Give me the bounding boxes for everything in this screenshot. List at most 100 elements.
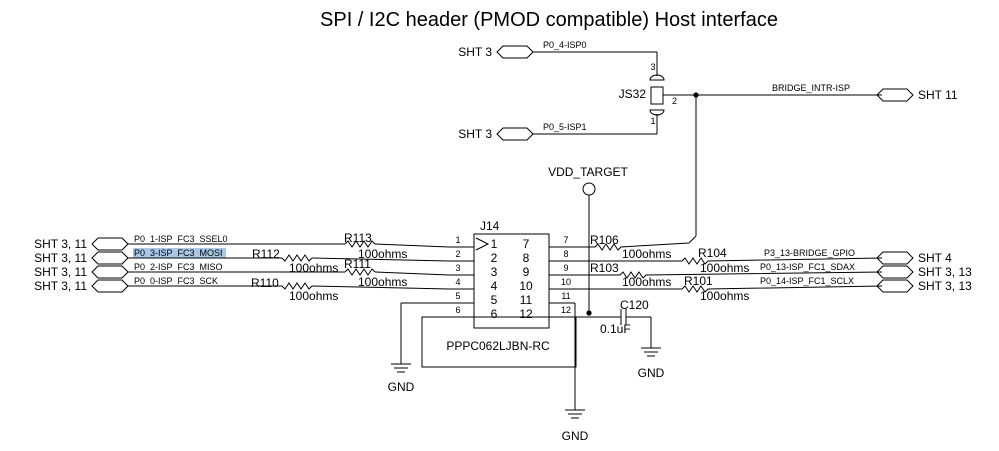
net-label-mosi[interactable]: P0_3-ISP_FC3_MOSI bbox=[134, 248, 223, 258]
pin-number: 8 bbox=[523, 251, 530, 265]
junction-dot-vdd bbox=[586, 310, 592, 316]
connector-ref: J14 bbox=[480, 219, 500, 233]
net-label-ssel0: P0_1-ISP_FC3_SSEL0 bbox=[134, 234, 228, 244]
resistor-ref-r103: R103 bbox=[590, 261, 619, 275]
capacitor-value: 0.1uF bbox=[600, 322, 631, 336]
jumper-pin2: 2 bbox=[672, 96, 677, 106]
pin-number: 7 bbox=[563, 235, 568, 245]
pin-number: 6 bbox=[455, 305, 460, 315]
resistor-ref-r110: R110 bbox=[251, 276, 279, 290]
jumper-ref: JS32 bbox=[619, 87, 647, 101]
jumper-pin1: 1 bbox=[650, 116, 655, 126]
sheet-ref-sda: SHT 3, 13 bbox=[918, 265, 972, 279]
wire-bridge-corner bbox=[688, 235, 697, 244]
jumper-pad-bottom bbox=[649, 109, 665, 116]
net-label-sck: P0_0-ISP_FC3_SCK bbox=[134, 276, 218, 286]
resistor-value-r110: 100ohms bbox=[289, 289, 338, 303]
net-label-scl: P0_14-ISP_FC1_SCLX bbox=[760, 276, 854, 286]
sheet-ref-isp1: SHT 3 bbox=[458, 127, 492, 141]
pin-number: 11 bbox=[561, 291, 570, 301]
connector-inner-right-pins: 7 8 9 10 11 12 bbox=[519, 237, 533, 321]
page-title: SPI / I2C header (PMOD compatible) Host … bbox=[320, 9, 778, 31]
resistor-r111 bbox=[344, 268, 376, 276]
resistor-ref-r104: R104 bbox=[698, 246, 727, 260]
resistor-ref-r112: R112 bbox=[252, 247, 280, 261]
resistor-value-r112: 100ohms bbox=[289, 261, 338, 275]
pin-number: 11 bbox=[520, 293, 533, 307]
net-label-gpio: P3_13-BRIDGE_GPIO bbox=[764, 248, 855, 258]
sheet-ref-mosi: SHT 3, 11 bbox=[34, 251, 87, 265]
resistor-r106 bbox=[575, 242, 690, 251]
pin-number: 9 bbox=[563, 263, 568, 273]
jumper-pad-top bbox=[649, 74, 665, 81]
pin-number: 12 bbox=[519, 307, 533, 321]
gnd-label-left: GND bbox=[388, 380, 415, 394]
pin-number: 9 bbox=[523, 265, 530, 279]
sheet-ref-scl: SHT 3, 13 bbox=[918, 279, 972, 293]
pin-number: 4 bbox=[491, 279, 498, 293]
net-label-isp1: P0_5-ISP1 bbox=[543, 122, 587, 132]
offsheet-connector-miso bbox=[91, 265, 129, 279]
net-highlight-mosi bbox=[133, 248, 226, 258]
offsheet-connector-mosi bbox=[91, 251, 129, 265]
offsheet-connector-isp1 bbox=[496, 127, 534, 141]
pin-number: 6 bbox=[491, 307, 498, 321]
resistor-r110 bbox=[281, 282, 313, 290]
vdd-target-label: VDD_TARGET bbox=[548, 165, 628, 179]
sheet-ref-ssel0: SHT 3, 11 bbox=[34, 237, 87, 251]
connector-pin1-marker bbox=[475, 237, 490, 251]
capacitor-ref: C120 bbox=[620, 298, 649, 312]
pin-number: 5 bbox=[455, 291, 460, 301]
resistor-r113 bbox=[344, 240, 376, 248]
jumper-pin3: 3 bbox=[650, 62, 655, 72]
sheet-ref-miso: SHT 3, 11 bbox=[34, 265, 87, 279]
net-label-sda: P0_13-ISP_FC1_SDAX bbox=[760, 262, 855, 272]
offsheet-connector-sck bbox=[91, 279, 129, 293]
offsheet-connector-sda bbox=[876, 265, 914, 279]
pin-number: 7 bbox=[523, 237, 530, 251]
pin-number: 4 bbox=[455, 277, 460, 287]
pin-number: 10 bbox=[561, 277, 571, 287]
wire-r110-j14 bbox=[311, 285, 450, 290]
pin-number: 10 bbox=[519, 279, 533, 293]
resistor-value-r106: 100ohms bbox=[622, 247, 671, 261]
offsheet-connector-ssel0 bbox=[91, 237, 129, 251]
sheet-ref-isp0: SHT 3 bbox=[458, 45, 492, 59]
net-label-miso: P0_2-ISP_FC3_MISO bbox=[134, 262, 223, 272]
resistor-r112 bbox=[281, 254, 313, 262]
connector-outer-right-pins: 7 8 9 10 11 12 bbox=[561, 235, 571, 315]
resistor-value-r101: 100ohms bbox=[700, 289, 749, 303]
offsheet-connector-isp0 bbox=[496, 45, 534, 59]
pin-number: 3 bbox=[455, 263, 460, 273]
resistor-ref-r106: R106 bbox=[590, 233, 619, 247]
connector-j14-body bbox=[473, 233, 550, 329]
sheet-ref-bridge-intr: SHT 11 bbox=[918, 88, 958, 102]
resistor-value-r111: 100ohms bbox=[358, 275, 407, 289]
resistor-ref-r111: R111 bbox=[344, 257, 371, 271]
wire-r113-j14 bbox=[374, 243, 450, 248]
wire-r112-j14 bbox=[311, 257, 450, 262]
gnd-label-right: GND bbox=[638, 366, 665, 380]
sheet-ref-gpio: SHT 4 bbox=[918, 251, 952, 265]
pin-number: 12 bbox=[561, 305, 571, 315]
offsheet-connector-bridge-intr bbox=[876, 88, 914, 102]
resistor-ref-r101: R101 bbox=[684, 274, 713, 288]
connector-outer-left-pins: 1 2 3 4 5 6 bbox=[455, 235, 460, 315]
pin-number: 5 bbox=[491, 293, 498, 307]
resistor-value-r113: 100ohms bbox=[358, 247, 407, 261]
jumper-body bbox=[650, 86, 664, 105]
pin-number: 2 bbox=[491, 251, 498, 265]
resistor-ref-r113: R113 bbox=[344, 231, 372, 245]
resistor-r104 bbox=[575, 257, 883, 265]
pin-number: 2 bbox=[455, 249, 460, 259]
wire-r111-j14 bbox=[374, 271, 450, 276]
connector-inner-left-pins: 1 2 3 4 5 6 bbox=[491, 237, 498, 321]
gnd-label-center: GND bbox=[562, 429, 589, 443]
connector-outline bbox=[421, 316, 577, 368]
pin-number: 8 bbox=[563, 249, 568, 259]
net-label-bridge-intr: BRIDGE_INTR-ISP bbox=[772, 83, 850, 93]
pin-number: 1 bbox=[455, 235, 460, 245]
offsheet-connector-scl bbox=[876, 279, 914, 293]
resistor-value-r104: 100ohms bbox=[700, 261, 749, 275]
